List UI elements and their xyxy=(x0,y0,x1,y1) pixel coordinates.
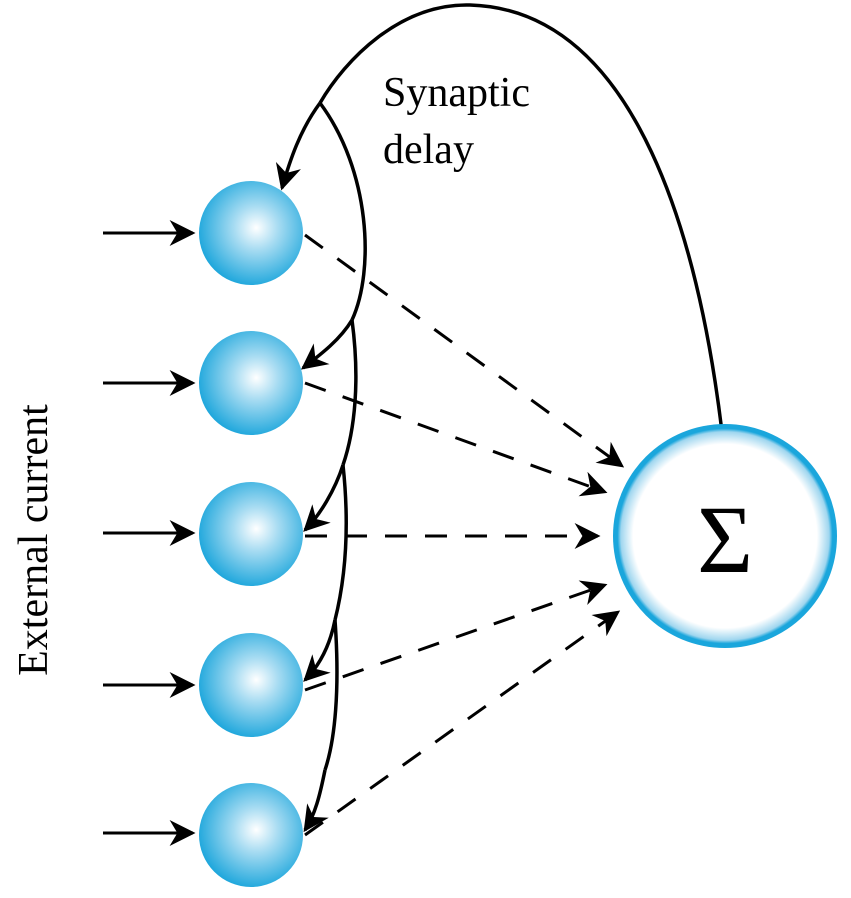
projection-4 xyxy=(304,580,608,692)
synaptic-delay-paths xyxy=(275,3,724,833)
feedback-arc xyxy=(318,3,724,433)
delay-arrow-4 xyxy=(303,619,337,682)
delay-chain-4 xyxy=(323,619,339,771)
neuron-5 xyxy=(199,783,303,887)
neuron-1 xyxy=(199,181,303,285)
delay-arrow-5 xyxy=(303,769,329,833)
projection-5 xyxy=(304,610,621,837)
neuron-4 xyxy=(199,633,303,737)
synaptic-label-line2: delay xyxy=(383,127,474,173)
neurons xyxy=(199,181,303,887)
synaptic-label-line1: Synaptic xyxy=(383,70,530,116)
delay-arrow-3 xyxy=(303,464,345,532)
neuron-2 xyxy=(199,331,303,435)
projection-1 xyxy=(304,233,625,468)
external-current-label: External current xyxy=(11,404,57,676)
neuron-3 xyxy=(199,482,303,586)
delay-chain-1 xyxy=(318,101,367,321)
summation-node xyxy=(613,424,837,648)
sum-symbol: Σ xyxy=(697,486,753,593)
delay-chain-3 xyxy=(333,464,349,621)
delay-arrow-2 xyxy=(300,319,354,370)
input-arrows xyxy=(103,220,196,846)
delay-chain-2 xyxy=(341,319,358,466)
delay-arrow-1 xyxy=(275,101,322,191)
